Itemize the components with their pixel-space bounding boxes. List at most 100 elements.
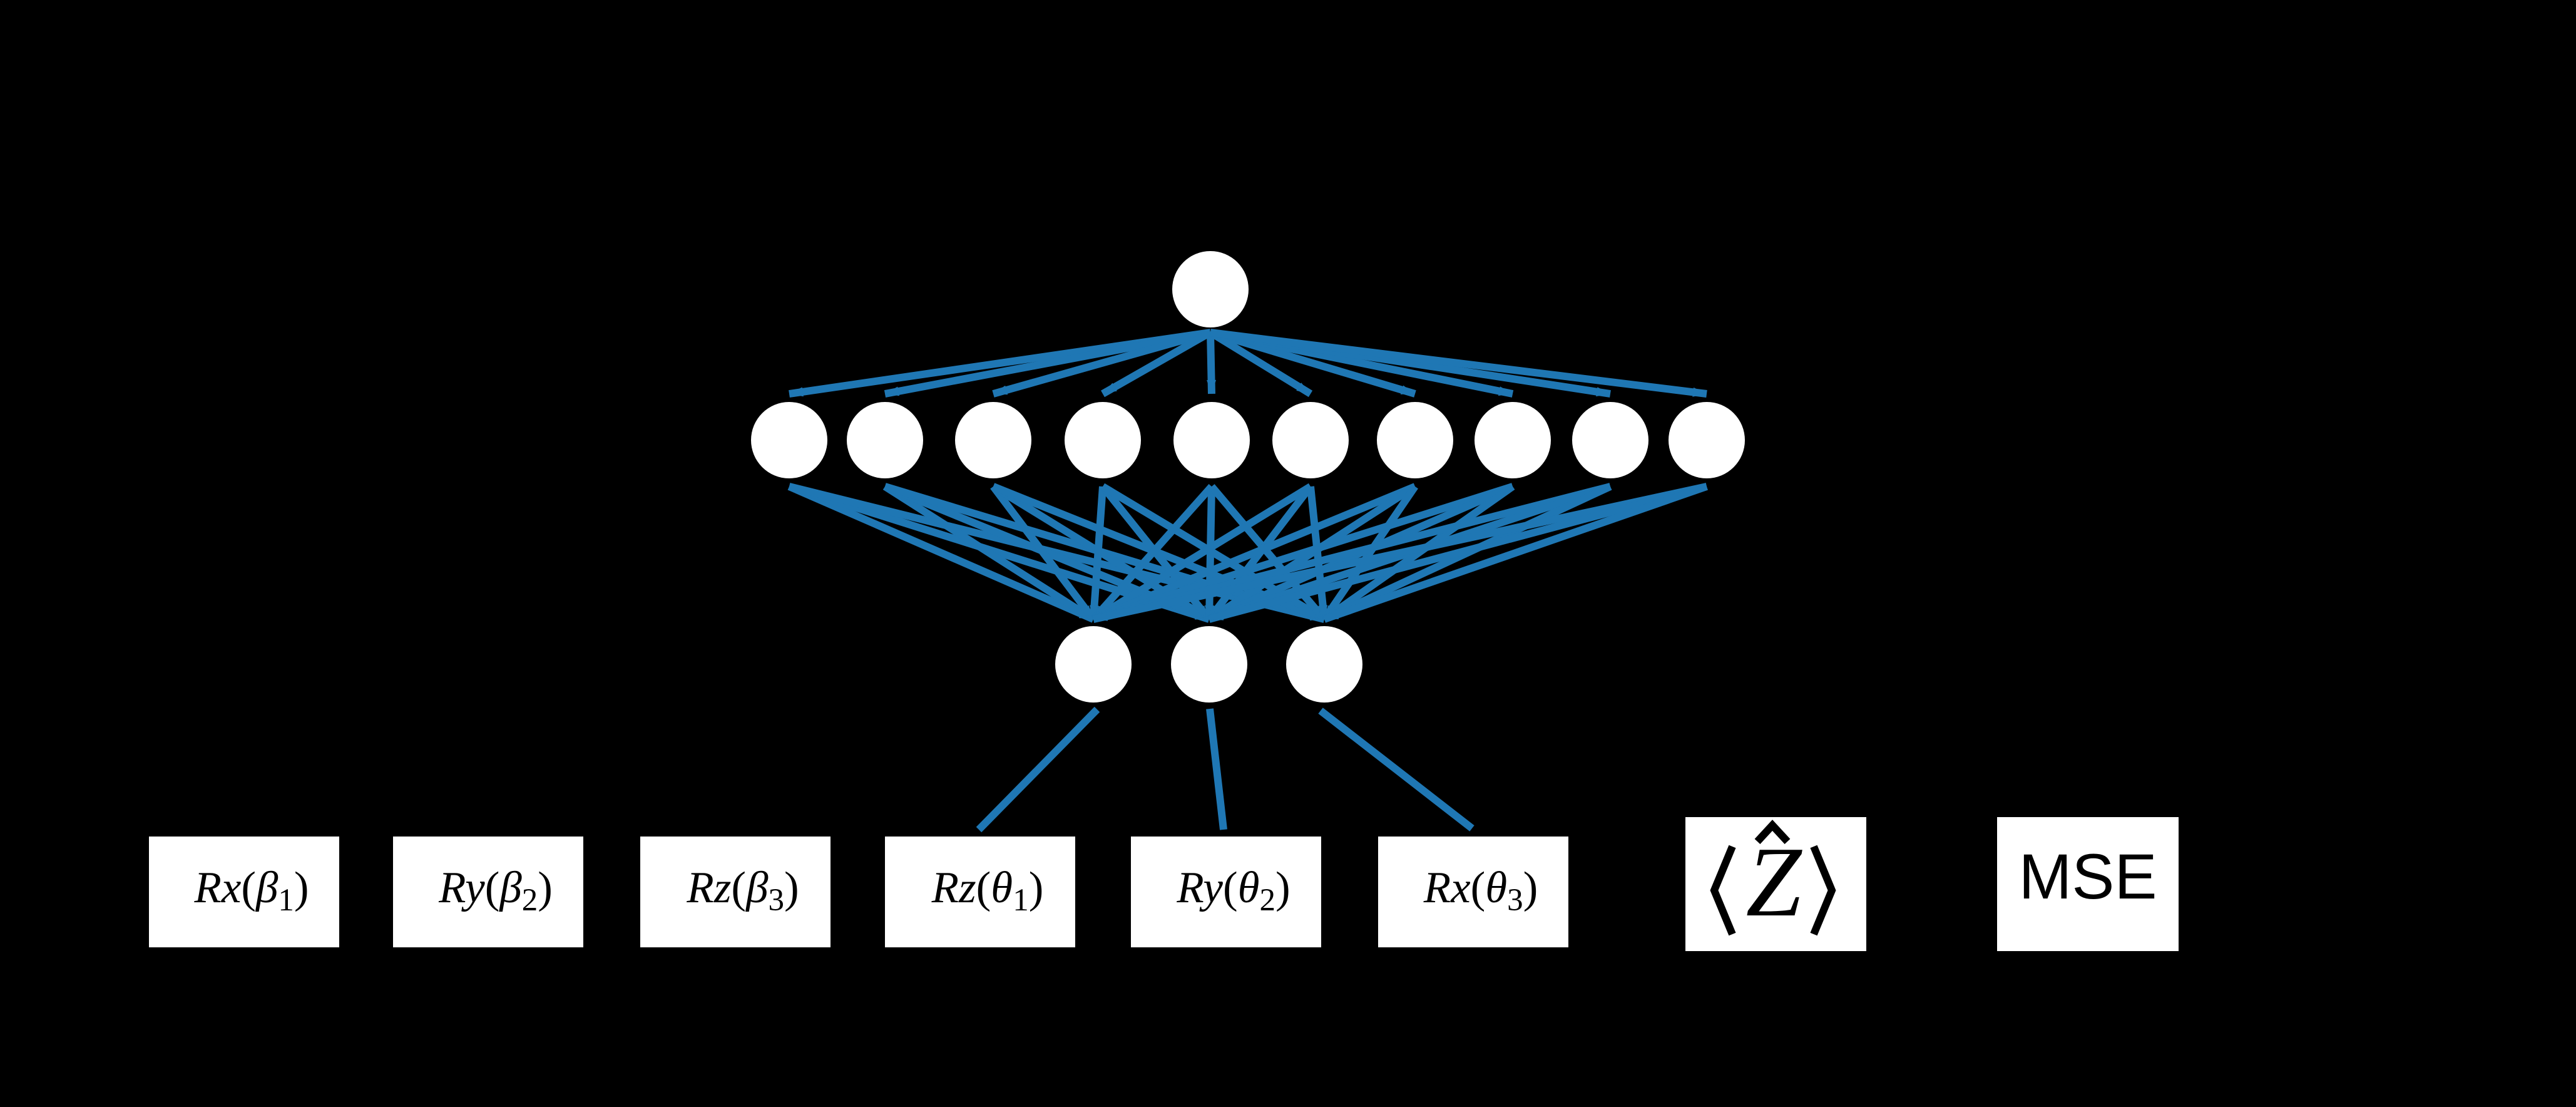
open-paren: ( (1471, 863, 1486, 912)
top-node (1172, 251, 1249, 327)
gate-box-label: Rx(β1) (193, 863, 309, 918)
gate-name: Ry (438, 863, 485, 912)
edge-arrowhead (885, 386, 900, 396)
open-paren: ( (731, 863, 746, 912)
edge-arrowhead (1324, 610, 1339, 619)
gate-box-rect (640, 837, 831, 947)
hidden-node-6 (1272, 402, 1349, 478)
hidden-node-1 (751, 402, 827, 478)
edge-arrowhead (1103, 383, 1117, 394)
gate-argument: β (498, 863, 522, 912)
gate-name: Rz (931, 863, 976, 912)
edge-arrowhead (1318, 605, 1328, 619)
edge-hidden-to-output (1092, 483, 1708, 623)
edge-hidden-to-output (1323, 483, 1708, 623)
gate-box-label: Rz(θ1) (931, 863, 1044, 918)
edge-body (1208, 483, 1708, 623)
edge-top-to-hidden (1208, 329, 1313, 398)
edge-top-to-hidden (789, 329, 1211, 398)
close-paren: ) (294, 863, 309, 912)
edge-body (1210, 329, 1707, 398)
gate-argument: β (745, 863, 769, 912)
gate-box-6: Rx(θ3) (1378, 837, 1568, 947)
edge-body (1101, 329, 1212, 398)
hidden-node-9 (1572, 402, 1648, 478)
gate-box-label: Rz(β3) (686, 863, 799, 918)
gate-box-rect (393, 837, 583, 947)
mse-box-rect (1997, 817, 2179, 951)
edge-top-to-hidden (992, 329, 1212, 398)
edge-body (882, 483, 1096, 623)
edge-arrowhead (1296, 383, 1311, 394)
edge-top-to-hidden (1101, 329, 1212, 398)
edge-body (990, 484, 1096, 622)
gate-name: Rx (193, 863, 241, 912)
gate-argument: θ (1485, 863, 1507, 912)
hidden-node-5 (1173, 402, 1250, 478)
open-paren: ( (241, 863, 256, 912)
hidden-node-7 (1377, 402, 1453, 478)
edge-body (789, 329, 1211, 398)
gate-box-2: Ry(β2) (393, 837, 583, 947)
gate-box-label: Ry(θ2) (1176, 863, 1290, 918)
edge-body (1092, 483, 1708, 623)
gate-name: Ry (1176, 863, 1223, 912)
mse-label: MSE (2018, 841, 2157, 912)
close-paren: ) (1523, 863, 1538, 912)
gate-box-5: Ry(θ2) (1131, 837, 1321, 947)
edge-output-to-gate (1318, 708, 1475, 832)
edge-body (1092, 483, 1514, 623)
edge-output-to-gate (976, 706, 1100, 833)
edge-arrowhead (1093, 612, 1108, 621)
hidden-node-4 (1065, 402, 1141, 478)
edge-arrowhead (1498, 386, 1513, 396)
gate-box-rect (149, 837, 339, 947)
open-paren: ( (1223, 863, 1238, 912)
edge-arrowhead (789, 387, 804, 397)
edge-body (1208, 329, 1313, 398)
gate-box-rect (1131, 837, 1321, 947)
edge-body (1090, 484, 1215, 622)
gate-argument: θ (1238, 863, 1260, 912)
gate-argument: β (255, 863, 279, 912)
hidden-node-2 (847, 402, 923, 478)
output-node-2 (1171, 626, 1247, 703)
edge-arrowhead (1596, 387, 1610, 397)
edge-arrowhead (1207, 379, 1217, 394)
close-paren: ) (1029, 863, 1044, 912)
gate-name: Rz (686, 863, 731, 912)
edge-arrowhead (1090, 605, 1100, 619)
close-paren: ) (1275, 863, 1291, 912)
edge-top-to-hidden (884, 329, 1212, 398)
open-paren: ( (485, 863, 500, 912)
edge-hidden-to-output (1090, 486, 1107, 620)
edge-hidden-to-output (1208, 483, 1708, 623)
z-operator-symbol: Z (1746, 826, 1803, 937)
gate-name: Rx (1423, 863, 1471, 912)
edge-body (788, 483, 1210, 623)
gate-box-4: Rz(θ1) (885, 837, 1075, 947)
gate-box-3: Rz(β3) (640, 837, 831, 947)
hidden-node-8 (1475, 402, 1551, 478)
edge-top-to-hidden (1207, 332, 1217, 394)
output-node-1 (1055, 626, 1132, 703)
gate-argument-subscript: 1 (278, 883, 294, 918)
edge-output-to-gate (1206, 708, 1227, 830)
gate-argument-subscript: 2 (522, 883, 538, 918)
edge-arrowhead (1204, 605, 1214, 619)
gate-box-label: Rx(θ3) (1423, 863, 1538, 918)
gate-argument-subscript: 1 (1013, 883, 1029, 918)
gate-box-rect (885, 837, 1075, 947)
edge-body (1091, 483, 1417, 623)
gate-argument: θ (991, 863, 1013, 912)
gate-argument-subscript: 3 (1507, 883, 1523, 918)
edges-layer (787, 329, 1708, 833)
edge-top-to-hidden (1210, 329, 1707, 398)
gate-box-label: Ry(β2) (438, 863, 553, 918)
gate-argument-subscript: 2 (1260, 883, 1276, 918)
edge-body (884, 329, 1212, 398)
edge-arrowhead (993, 385, 1008, 395)
